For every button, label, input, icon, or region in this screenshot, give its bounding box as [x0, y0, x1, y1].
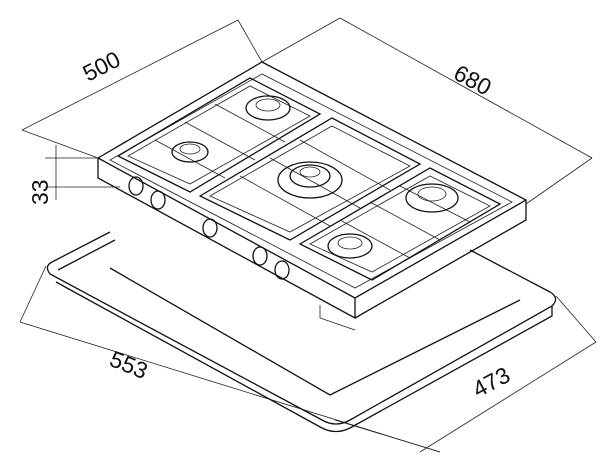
dimension-label-553: 553 — [106, 346, 151, 384]
dimension-label-473: 473 — [468, 361, 514, 402]
burner — [277, 161, 343, 199]
knob — [128, 176, 144, 196]
dimension-500: 500 — [21, 19, 263, 159]
dimension-680: 680 — [261, 17, 593, 205]
hob — [96, 61, 528, 331]
dimension-label-33: 33 — [27, 179, 53, 205]
burner — [405, 183, 459, 213]
knob — [274, 260, 290, 280]
burner — [171, 141, 209, 163]
dimension-label-500: 500 — [78, 46, 124, 87]
dimension-label-680: 680 — [450, 59, 496, 100]
cutout-frame — [46, 231, 557, 433]
burner — [327, 233, 373, 259]
dimension-553: 553 — [19, 265, 441, 453]
burner — [245, 95, 291, 121]
dimension-33: 33 — [27, 145, 120, 205]
knob — [252, 246, 268, 266]
knob — [150, 190, 166, 210]
knob — [202, 218, 218, 238]
